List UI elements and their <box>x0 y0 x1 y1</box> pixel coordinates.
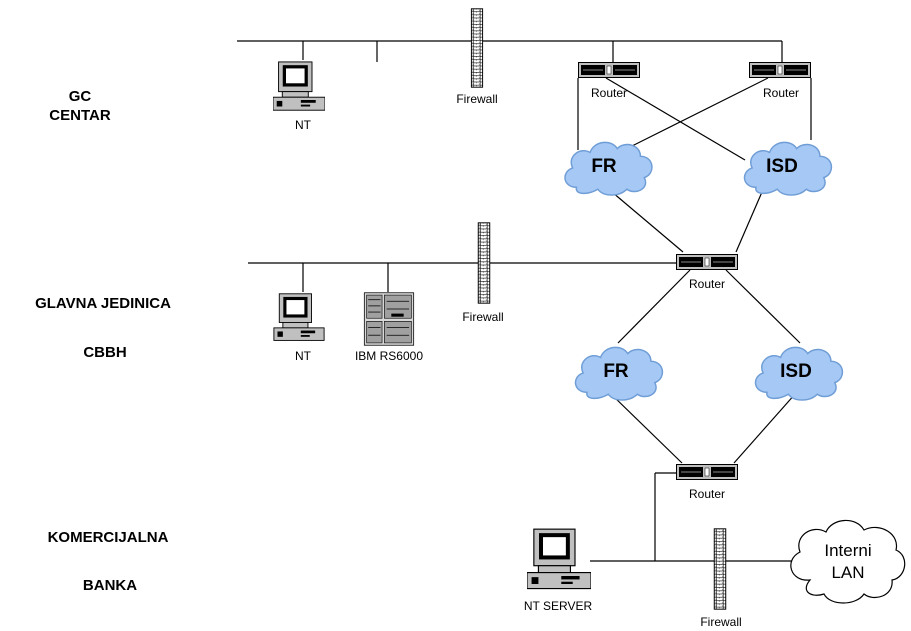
gc-cloud-isd: ISD <box>743 141 833 196</box>
bank-router: Router <box>676 464 738 501</box>
glavna-firewall: Firewall <box>462 222 504 324</box>
section-label-cbbh: CBBH <box>83 344 127 361</box>
ibm-rs6000-label: IBM RS6000 <box>355 349 423 363</box>
gc-cloud-fr-label: FR <box>591 156 617 177</box>
gc-cloud-isd-label: ISD <box>766 156 798 177</box>
central-router-label: Router <box>689 277 725 291</box>
ibm-rs6000-server: IBM RS6000 <box>355 292 423 363</box>
section-label-gc-line2: CENTAR <box>49 107 111 124</box>
interni-lan-line1: Interni <box>824 541 871 560</box>
section-label-gc: GC CENTAR <box>40 87 120 125</box>
bank-firewall: Firewall <box>700 528 742 629</box>
glavna-nt-label: NT <box>295 349 312 363</box>
glavna-cloud-fr: FR <box>574 346 664 401</box>
gc-cloud-fr: FR <box>564 141 653 196</box>
section-label-komercijalna: KOMERCIJALNA <box>47 529 169 546</box>
gc-firewall-label: Firewall <box>456 92 497 106</box>
section-label-banka: BANKA <box>82 577 138 594</box>
gc-nt-pc: NT <box>273 61 325 132</box>
bank-firewall-label: Firewall <box>700 615 741 629</box>
gc-router-right-label: Router <box>763 86 799 100</box>
section-label-glavna: GLAVNA JEDINICA <box>35 295 171 312</box>
bank-router-label: Router <box>689 487 725 501</box>
interni-lan-line2: LAN <box>831 563 864 582</box>
gc-firewall: Firewall <box>456 8 498 106</box>
gc-router-right: Router <box>749 62 811 100</box>
glavna-firewall-label: Firewall <box>462 310 503 324</box>
glavna-nt-pc: NT <box>273 293 325 363</box>
nt-server: NT SERVER <box>524 528 593 613</box>
gc-router-left: Router <box>578 62 640 100</box>
interni-lan-cloud: Interni LAN <box>790 519 906 604</box>
section-label-gc-line1: GC <box>68 88 92 105</box>
glavna-cloud-fr-label: FR <box>603 361 629 382</box>
gc-router-left-label: Router <box>591 86 627 100</box>
nt-server-label: NT SERVER <box>524 599 593 613</box>
central-router: Router <box>676 254 738 291</box>
glavna-cloud-isd: ISD <box>754 346 844 401</box>
gc-nt-label: NT <box>295 118 312 132</box>
glavna-cloud-isd-label: ISD <box>780 361 812 382</box>
